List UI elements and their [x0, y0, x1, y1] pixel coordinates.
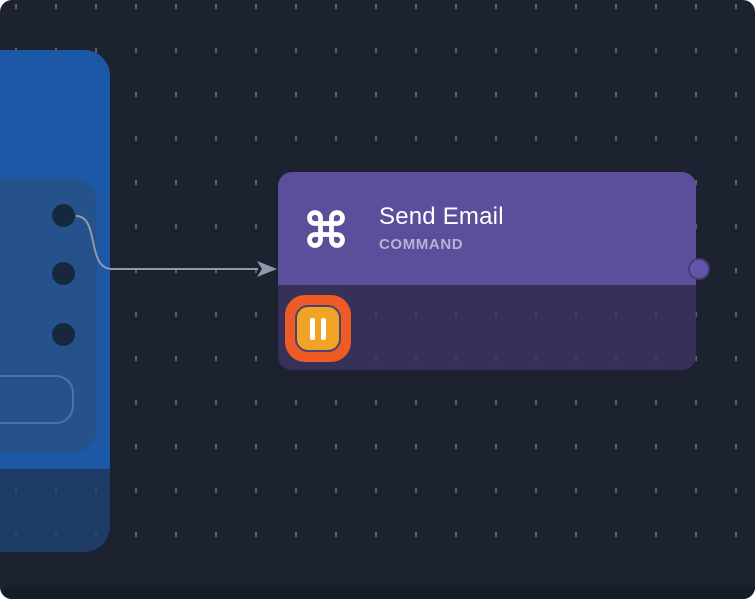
node-type-label: COMMAND [379, 236, 464, 254]
bottom-panel-edge [0, 587, 755, 599]
send-email-node-header: Send Email COMMAND [278, 172, 696, 285]
node-title: Send Email [379, 202, 504, 230]
send-email-output-port[interactable] [688, 258, 710, 280]
blue-node-output-port-1[interactable] [52, 204, 75, 227]
blue-node-output-port-2[interactable] [52, 262, 75, 285]
pause-status-button[interactable] [285, 295, 351, 362]
command-icon [307, 209, 345, 248]
blue-node-output-port-3[interactable] [52, 323, 75, 346]
pause-icon [295, 305, 341, 352]
send-email-node-body [278, 285, 696, 370]
blue-node-slot[interactable] [0, 375, 74, 424]
arrowhead-icon [257, 261, 277, 277]
send-email-node[interactable]: Send Email COMMAND [278, 172, 710, 370]
blue-node-footer [0, 469, 110, 552]
